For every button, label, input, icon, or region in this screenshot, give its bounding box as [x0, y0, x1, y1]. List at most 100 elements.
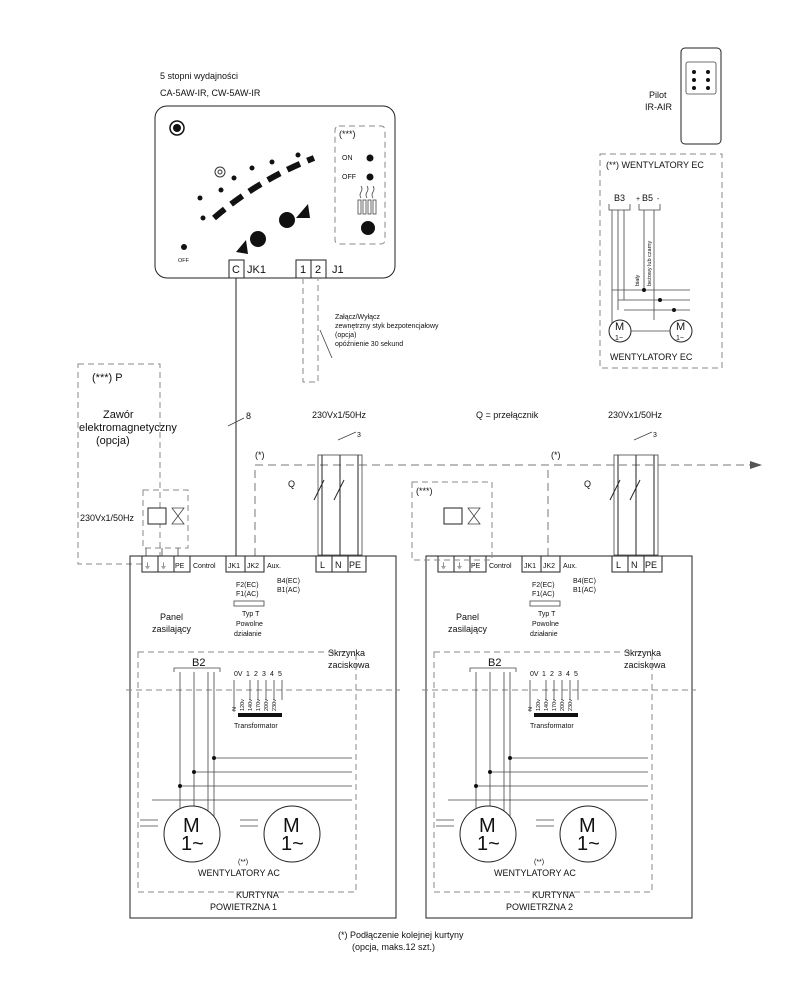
- bus-node: [488, 770, 492, 774]
- step-label: 2: [550, 671, 554, 678]
- motor-phase: 1~: [577, 833, 600, 855]
- switch-housing: [317, 454, 363, 556]
- solenoid-coil-icon: [147, 507, 167, 525]
- terminal-box: [173, 555, 191, 573]
- fuse-label-2: F1(AC): [236, 591, 259, 598]
- b1-label: B1(AC): [277, 587, 300, 594]
- valve-2-icon: [467, 507, 481, 525]
- b2-label: B2: [488, 657, 501, 669]
- ec-b3: B3: [614, 193, 625, 203]
- next-curtain-link: [254, 464, 750, 556]
- valve-line-1: Zawór: [103, 409, 134, 421]
- remote-label-1: Pilot: [649, 90, 667, 100]
- speed-up-button[interactable]: [279, 212, 295, 228]
- remote-label-2: IR-AIR: [645, 102, 673, 112]
- tap-label: 170v: [256, 699, 262, 711]
- earth-terminal-icon: ⏚: [160, 562, 167, 570]
- fuse-type: Typ T: [242, 611, 260, 618]
- ac-motor-icon: [163, 805, 221, 863]
- speed-down-button[interactable]: [250, 231, 266, 247]
- terminal-control: Control: [489, 563, 512, 570]
- tap-label: N: [232, 707, 238, 711]
- remote-control: Pilot IR-AIR: [645, 47, 722, 145]
- ac-motor-icon: [263, 805, 321, 863]
- terminal-l: L: [616, 560, 621, 570]
- terminal-box-label-2: zaciskowa: [328, 660, 370, 670]
- step-label: 4: [270, 671, 274, 678]
- fuse-slow-2: działanie: [234, 631, 262, 638]
- curtain-name-1: KURTYNA: [236, 890, 279, 900]
- heater-marker: (***): [339, 129, 356, 139]
- panel-label-1: Panel: [160, 612, 183, 622]
- controller-body: [154, 105, 396, 279]
- contact-note-2: zewnętrzny styk bezpotencjałowy: [335, 323, 439, 330]
- controller-models: CA-5AW-IR, CW-5AW-IR: [160, 88, 261, 98]
- terminal-jk1: JK1: [524, 563, 536, 570]
- fuse-label-1: F2(EC): [236, 582, 259, 589]
- fans-label: WENTYLATORY AC: [198, 868, 280, 878]
- ec-title: (**) WENTYLATORY EC: [606, 160, 704, 170]
- svg-text:+: +: [636, 196, 640, 203]
- step-label: 2: [254, 671, 258, 678]
- terminal-box-label-1: Skrzynka: [624, 648, 661, 658]
- terminal-pe-2: PE: [645, 560, 657, 570]
- tap-label: 120v: [240, 699, 246, 711]
- svg-text:M: M: [676, 321, 685, 333]
- fan-enclosure: [433, 651, 653, 893]
- contact-note-1: Załącz/Wyłącz: [335, 314, 381, 321]
- bus-node: [178, 784, 182, 788]
- terminal-pe: PE: [471, 563, 481, 570]
- ec-wire-2: beżowy lub czarny: [647, 241, 653, 286]
- step-label: 3: [558, 671, 562, 678]
- speed-up-arrow-icon[interactable]: [296, 204, 310, 218]
- bus-node: [212, 756, 216, 760]
- fans-marker: (**): [238, 859, 248, 866]
- curtain-name-2: POWIETRZNA 2: [506, 902, 573, 912]
- terminal-pe-2: PE: [349, 560, 361, 570]
- motor-m: M: [579, 815, 596, 837]
- valve-icon: [171, 507, 185, 525]
- curtain-name-2: POWIETRZNA 1: [210, 902, 277, 912]
- heater-icon: [357, 185, 377, 215]
- ac-motor-icon: [459, 805, 517, 863]
- b2-bracket: [469, 667, 517, 672]
- terminal-box: [347, 555, 367, 573]
- power-button-icon: [169, 120, 185, 136]
- earth-terminal-icon: ⏚: [440, 562, 447, 570]
- fuse-slow-1: Powolne: [532, 621, 559, 628]
- ac-motor-icon: [559, 805, 617, 863]
- terminal-2: 2: [315, 264, 321, 276]
- on-indicator: [366, 154, 374, 162]
- panel-label-2: zasilający: [152, 624, 192, 634]
- off2-label: OFF: [342, 174, 356, 181]
- speed-level-bar: [212, 155, 316, 221]
- ec-footer: WENTYLATORY EC: [610, 352, 693, 362]
- contact-note-3: (opcja): [335, 332, 356, 339]
- cable-3: 3: [357, 432, 361, 439]
- motor-m: M: [183, 815, 200, 837]
- svg-text:1~: 1~: [676, 335, 684, 342]
- speed-down-arrow-icon[interactable]: [236, 240, 248, 254]
- step-label: 0V: [530, 671, 539, 678]
- motor-phase: 1~: [181, 833, 204, 855]
- transformer-core-icon: [534, 713, 578, 717]
- heater-button[interactable]: [361, 221, 375, 235]
- tap-label: 230v: [568, 699, 574, 711]
- supply-top-2: 230Vx1/50Hz: [608, 410, 663, 420]
- next-marker-2: (*): [551, 450, 561, 460]
- terminal-box: [643, 555, 663, 573]
- motor-phase: 1~: [477, 833, 500, 855]
- terminal-control: Control: [193, 563, 216, 570]
- panel-label-2: zasilający: [448, 624, 488, 634]
- step-label: 3: [262, 671, 266, 678]
- tap-label: 140v: [544, 699, 550, 711]
- wire-count: 8: [246, 411, 251, 421]
- ec-b5: B5: [642, 193, 653, 203]
- off-label: OFF: [178, 258, 190, 264]
- tap-label: 200v: [264, 699, 270, 711]
- bus-node: [192, 770, 196, 774]
- fan-enclosure: [137, 651, 357, 893]
- fuse-icon: [233, 600, 265, 607]
- fuse-slow-1: Powolne: [236, 621, 263, 628]
